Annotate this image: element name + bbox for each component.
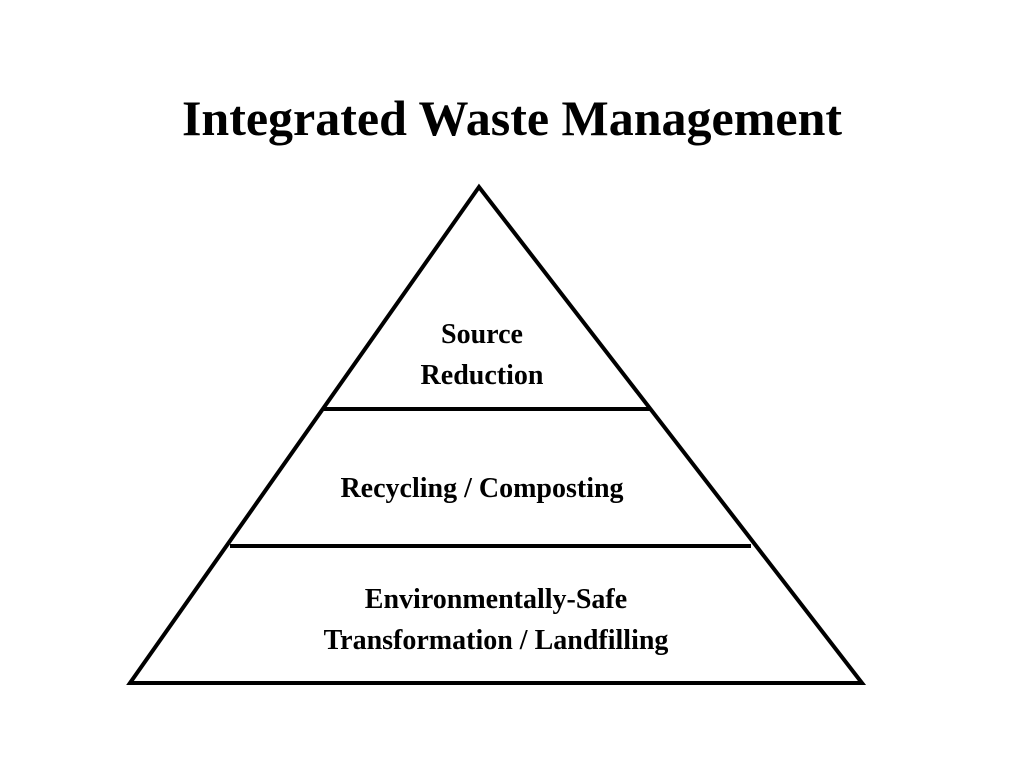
tier-source-reduction: Source Reduction: [382, 314, 582, 396]
tier-label-line: Recycling / Composting: [340, 473, 624, 504]
tier-label-line: Reduction: [420, 360, 544, 391]
tier-recycling-composting: Recycling / Composting: [282, 468, 682, 509]
tier-label-line: Source: [441, 319, 523, 350]
pyramid-outline: [126, 183, 867, 685]
tier-label-line: Environmentally-Safe: [364, 584, 628, 615]
slide-title: Integrated Waste Management: [181, 90, 843, 146]
tier-transformation-landfilling: Environmentally-Safe Transformation / La…: [246, 579, 746, 661]
tier-label-line: Transformation / Landfilling: [323, 625, 669, 656]
